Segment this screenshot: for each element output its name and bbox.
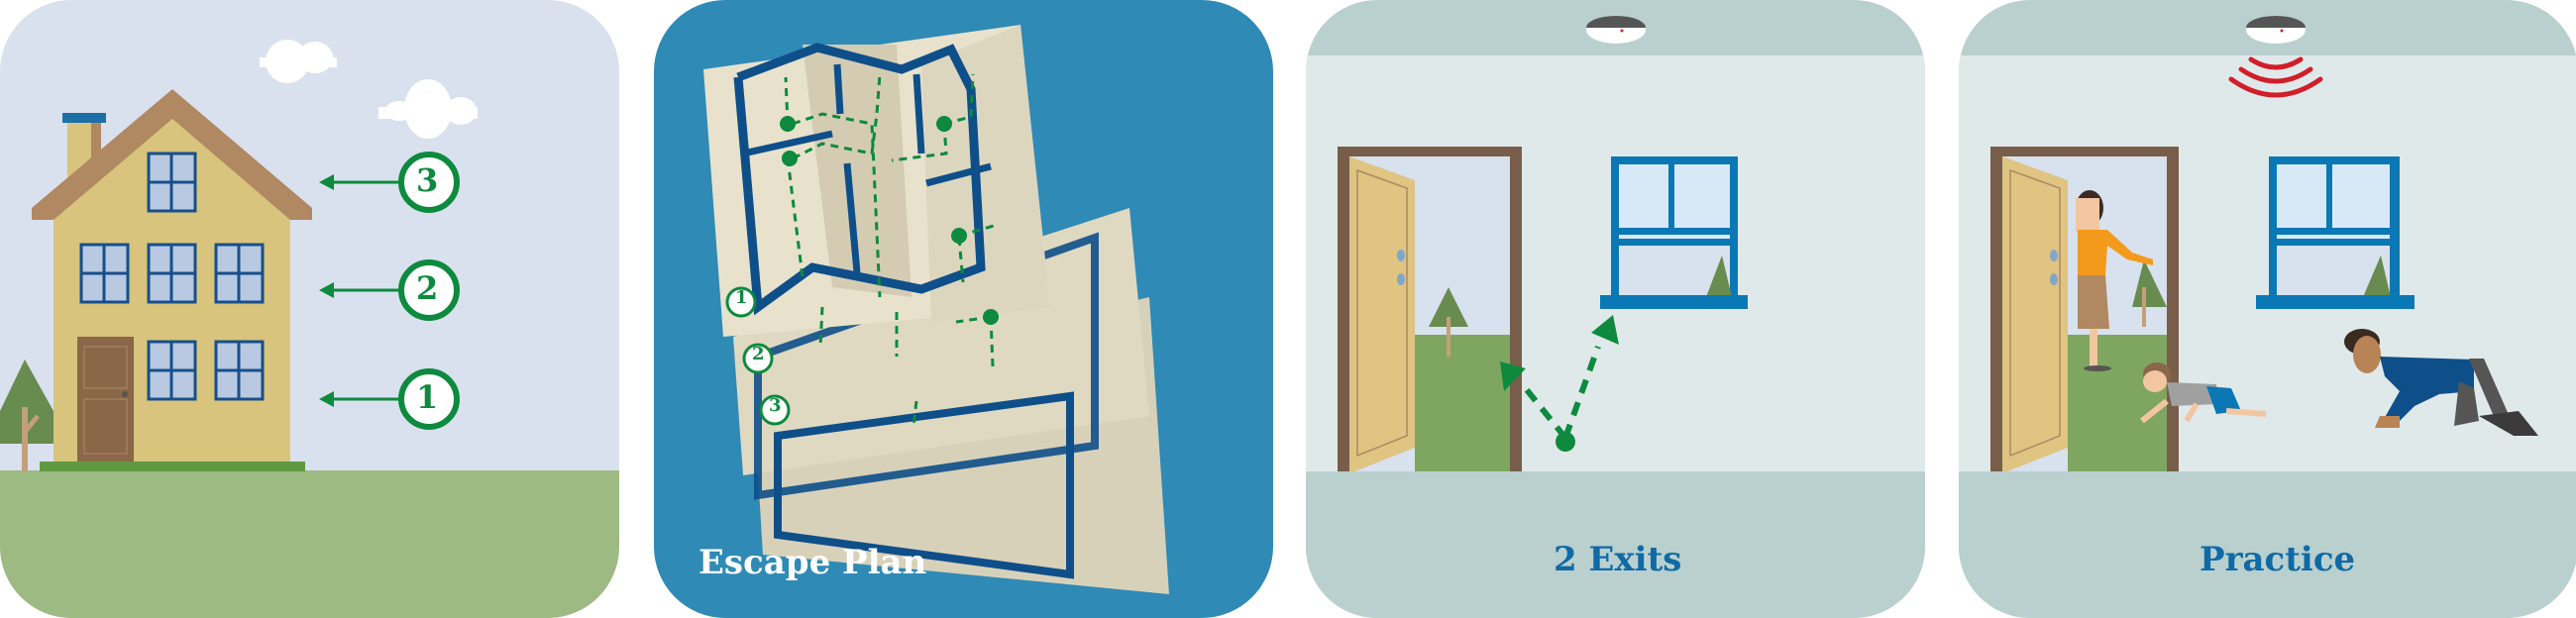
plan-floor-markers <box>725 286 791 426</box>
alarm-sound-waves-icon <box>2228 56 2323 98</box>
floors-panel: 3 2 1 <box>0 0 619 618</box>
practice-title: Practice <box>2200 540 2356 579</box>
floor-marker-label: 3 <box>416 161 439 199</box>
start-point-icon <box>780 116 999 325</box>
escape-plan-panel: 1 2 3 Escape Plan <box>654 0 1273 618</box>
floor-plan-illustration <box>703 25 1169 594</box>
exit-route-arrows <box>1521 345 1601 440</box>
cloud-icon <box>378 79 478 139</box>
floor-marker-2 <box>398 259 460 321</box>
plan-floor-label: 2 <box>752 344 765 364</box>
adult-woman-figure <box>2076 190 2153 371</box>
open-door <box>1349 156 1415 473</box>
floor-marker-3 <box>398 152 460 213</box>
two-exits-panel: 2 Exits <box>1306 0 1925 618</box>
start-point-icon <box>1556 432 1575 452</box>
window-icon <box>1600 156 1748 309</box>
grass <box>0 470 619 618</box>
escape-plan-title: Escape Plan <box>698 543 927 582</box>
plan-floor-label: 1 <box>735 287 748 308</box>
room-illustration <box>1306 16 1925 618</box>
roof <box>32 89 312 220</box>
house-illustration <box>0 40 619 618</box>
floor-marker-1 <box>398 368 460 430</box>
adult-man-crawling-figure <box>2344 329 2538 436</box>
practice-illustration <box>1959 16 2576 618</box>
window-icon <box>2256 156 2415 309</box>
floor-marker-label: 1 <box>416 378 439 416</box>
plan-floor-label: 3 <box>769 395 782 416</box>
child-crawling-figure <box>2140 362 2267 424</box>
two-exits-title: 2 Exits <box>1554 540 1682 579</box>
tree-icon <box>0 360 54 444</box>
cloud-icon <box>260 40 337 83</box>
arrow-head-icon <box>1500 361 1526 391</box>
practice-panel: Practice <box>1959 0 2576 618</box>
arrow-head-icon <box>1591 315 1619 345</box>
floor-arrows <box>319 174 401 407</box>
smoke-alarm-icon <box>1586 16 1646 44</box>
smoke-alarm-icon <box>2246 16 2306 44</box>
floor-marker-label: 2 <box>416 269 439 307</box>
